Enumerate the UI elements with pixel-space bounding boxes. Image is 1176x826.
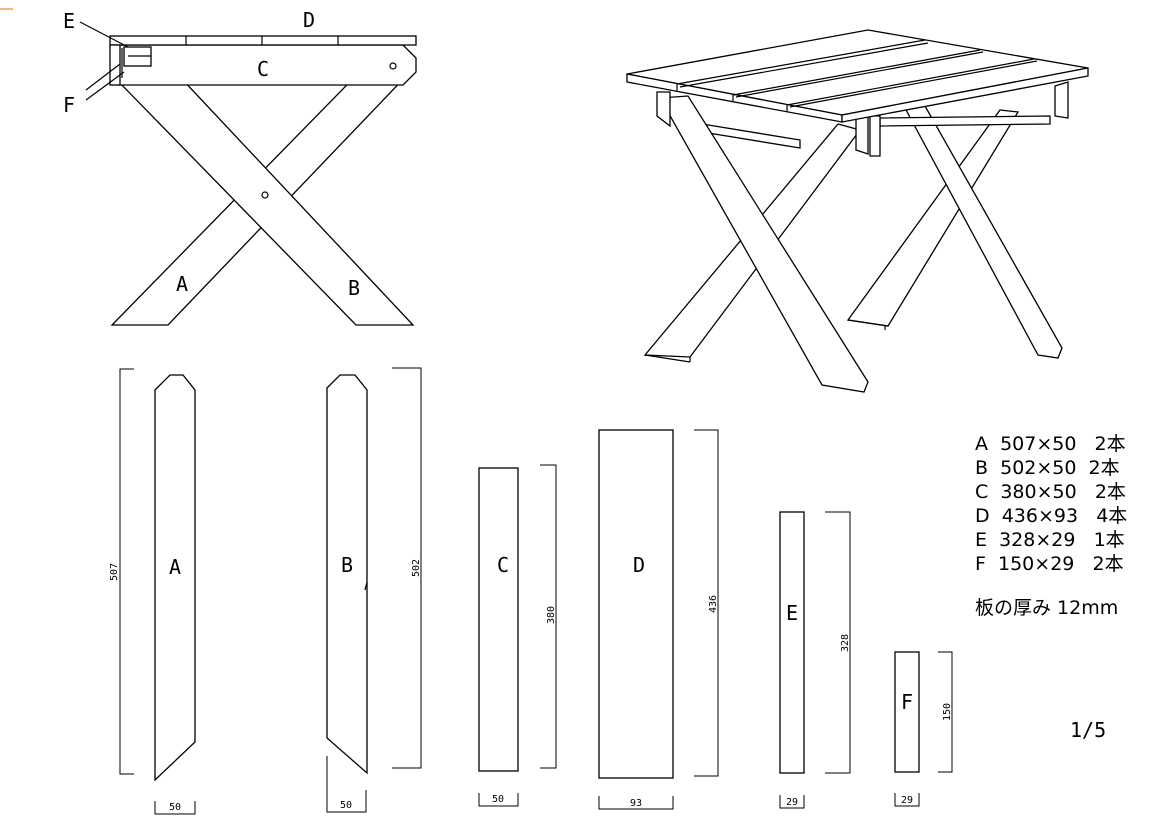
back-rail (879, 115, 1051, 127)
part-b-width: 50 (340, 800, 352, 811)
cut-list-item-f: F 150×29 2本 (975, 553, 1124, 575)
part-a-length: 507 (109, 563, 120, 581)
cut-list-item-d: D 436×93 4本 (975, 505, 1127, 527)
cut-list-item-e: E 328×29 1本 (975, 529, 1125, 551)
tabletop-side-edge (841, 67, 1089, 123)
part-b-outline (326, 374, 368, 775)
front-bolt-center (261, 191, 269, 199)
front-top-d (109, 35, 417, 46)
part-d-label: D (633, 553, 645, 577)
part-b-length-dim (392, 367, 422, 769)
board-thickness: 板の厚み 12mm (975, 597, 1118, 619)
leader-f-1 (85, 63, 121, 91)
part-e-label: E (786, 601, 798, 625)
part-a-width: 50 (169, 802, 181, 813)
drawing-scale: 1/5 (1070, 718, 1106, 742)
part-e-length-dim (825, 511, 851, 774)
part-e-width: 29 (786, 797, 798, 808)
part-c-label: C (497, 553, 509, 577)
part-f-width: 29 (901, 795, 913, 806)
part-c-length: 380 (546, 606, 557, 624)
part-f-width-dim (894, 793, 920, 807)
part-a-length-dim (119, 368, 134, 775)
part-b: B 502 50 (326, 367, 422, 813)
part-d-width: 93 (630, 798, 642, 809)
part-c: C 380 50 (478, 464, 557, 807)
leader-e (79, 21, 129, 48)
front-bolt-top (389, 62, 397, 70)
part-a-width-dim (154, 801, 196, 815)
part-f-outline (894, 651, 920, 773)
label-a: A (176, 272, 188, 296)
part-b-length: 502 (411, 559, 422, 577)
front-view: E D C F A B (63, 8, 417, 326)
bracket-front-left (656, 91, 671, 128)
part-d-outline (598, 429, 674, 779)
part-c-width: 50 (492, 794, 504, 805)
part-a: A 507 50 (109, 368, 196, 815)
part-c-length-dim (540, 464, 557, 769)
part-e-outline (779, 511, 805, 774)
part-d-length-dim (694, 429, 719, 777)
bracket-back-right (1054, 81, 1069, 119)
part-a-label: A (169, 555, 181, 579)
part-d-length: 436 (708, 595, 719, 613)
part-a-outline (154, 374, 196, 782)
part-e: E 328 29 (779, 511, 851, 809)
front-part-f (109, 44, 121, 86)
bracket-back-mid (869, 115, 881, 157)
label-f: F (63, 93, 75, 117)
part-e-length: 328 (840, 634, 851, 652)
cut-list-item-a: A 507×50 2本 (975, 433, 1126, 455)
label-c: C (257, 57, 269, 81)
label-d: D (303, 8, 315, 32)
label-e: E (63, 9, 75, 33)
part-b-width-dim (326, 756, 367, 813)
cut-list-item-c: C 380×50 2本 (975, 481, 1126, 503)
part-e-width-dim (779, 795, 805, 809)
part-c-width-dim (478, 793, 519, 807)
cut-list-item-b: B 502×50 2本 (975, 457, 1120, 479)
part-c-outline (478, 467, 519, 772)
part-f-label: F (901, 690, 913, 714)
part-f-length: 150 (942, 703, 953, 721)
part-b-label: B (341, 553, 353, 577)
perspective-view (626, 29, 1089, 393)
part-d-width-dim (598, 796, 674, 810)
part-f: F 150 29 (894, 651, 953, 807)
cut-list: A 507×50 2本 B 502×50 2本 C 380×50 2本 D 43… (975, 433, 1127, 575)
front-leg-right (658, 95, 869, 393)
part-f-length-dim (938, 651, 953, 773)
label-b: B (348, 276, 360, 300)
part-d: D 436 93 (598, 429, 719, 810)
leader-f-2 (85, 71, 125, 101)
